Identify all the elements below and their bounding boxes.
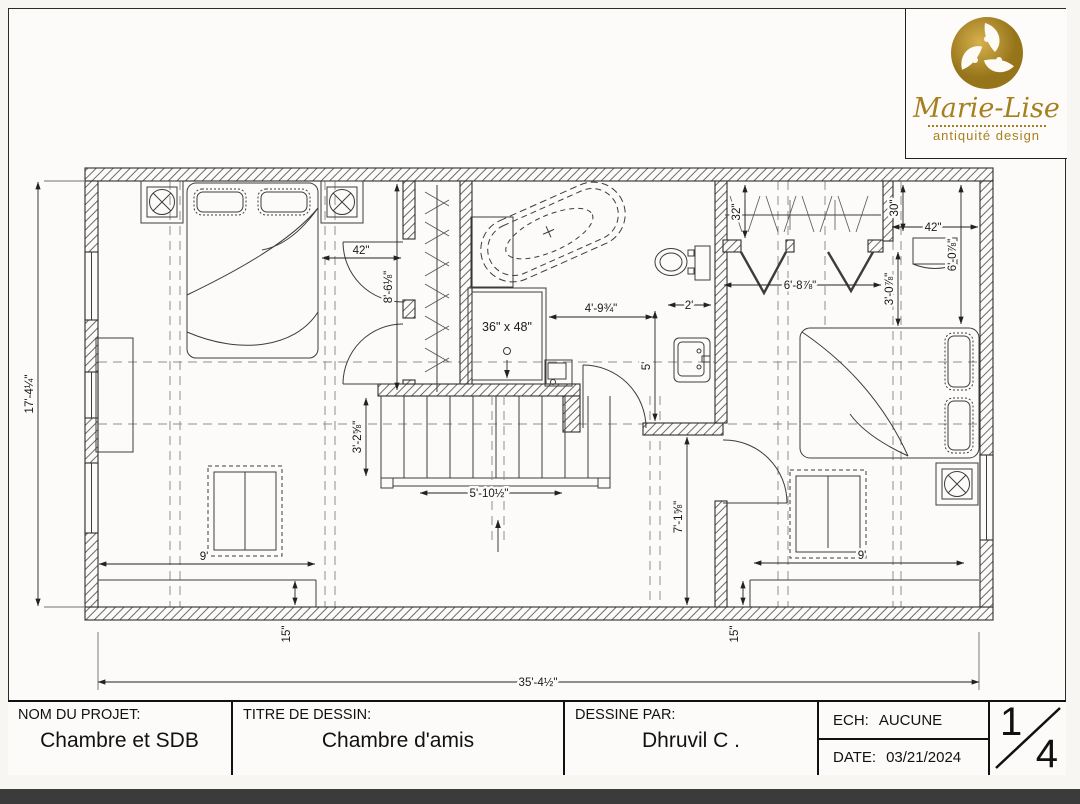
dim-label: 6'-0⅞": [947, 239, 959, 272]
dim-label: 3'-0⅞": [884, 273, 896, 306]
hall-closet: [342, 185, 450, 392]
date-row: DATE: 03/21/2024: [819, 738, 988, 774]
author-label: DESSINE PAR:: [575, 707, 676, 723]
stairs: [380, 396, 611, 552]
project-cell: NOM DU PROJET: Chambre et SDB: [8, 702, 231, 775]
ceiling-light-icon: [935, 462, 979, 506]
window: [979, 454, 994, 541]
drawing-title-label: TITRE DE DESSIN:: [243, 707, 372, 723]
window: [84, 251, 99, 321]
logo-name: Marie-Lise: [913, 93, 1060, 124]
dim-label: 35'-4½": [519, 677, 558, 689]
bench-left: [98, 579, 317, 607]
desk-left: [95, 337, 134, 453]
hanging-clothes: [424, 191, 450, 373]
door-swing: [342, 241, 404, 303]
page-number-cell: 1 4: [988, 700, 1066, 776]
drawing-title-cell: TITRE DE DESSIN: Chambre d'amis: [231, 702, 563, 775]
hanging-clothes: [729, 195, 869, 233]
dim-label: 6'-8⅞": [784, 280, 817, 292]
logo-ornament-icon: [950, 17, 1023, 89]
dim-label: 5': [641, 362, 653, 371]
dim-label: 15": [281, 626, 293, 643]
page-total: 4: [1035, 731, 1058, 776]
bench-right: [749, 579, 979, 607]
dim-label: 32": [731, 204, 743, 221]
dim-label: 5'-10½": [470, 488, 509, 500]
bifold-door: [826, 251, 875, 294]
logo-box: Marie-Lise antiquité design: [905, 9, 1067, 159]
logo-divider: [927, 125, 1046, 127]
windows: [84, 251, 994, 541]
project-value: Chambre et SDB: [40, 729, 199, 752]
tub-deck: [470, 216, 514, 288]
floor-plan: 36" x 48": [22, 167, 994, 692]
dim-label: 30": [889, 200, 901, 217]
window: [84, 462, 99, 534]
dimensions: 42" 8'-6⅛" 4'-9¾" 2' 5' 32" 6'-8⅞" 30" 4…: [22, 180, 980, 692]
right-bedroom: [722, 327, 980, 607]
shower: 36" x 48": [467, 287, 547, 385]
dim-label: 42": [353, 245, 370, 257]
dim-label: 15": [729, 626, 741, 643]
vanity-sink: [673, 337, 711, 383]
dim-label: 3'-2⅝": [352, 421, 364, 454]
scale-value: AUCUNE: [878, 711, 943, 729]
scale-label: ECH:: [833, 711, 869, 729]
right-closet: [725, 195, 958, 296]
scale-row: ECH: AUCUNE: [819, 702, 988, 738]
reference-grid: [98, 181, 979, 607]
dim-label: 7'-1⅝": [673, 501, 685, 534]
page-number: 1: [1000, 700, 1023, 744]
window: [84, 371, 99, 419]
left-bedroom: [95, 180, 364, 607]
author-value: Dhruvil C .: [641, 729, 741, 752]
bifold-door: [739, 251, 788, 296]
bottom-band: [0, 789, 1080, 804]
drawing-title-value: Chambre d'amis: [321, 729, 475, 752]
dim-label: 42": [925, 222, 942, 234]
rug-right: [789, 469, 867, 559]
door-swing: [722, 439, 788, 504]
dim-label: 2': [685, 300, 694, 312]
walls: [84, 167, 994, 621]
logo-tagline: antiquité design: [932, 128, 1041, 143]
door-swing: [582, 364, 647, 429]
bathtub: [480, 181, 626, 283]
ceiling-light-icon: [140, 180, 184, 224]
door-swing: [342, 323, 404, 385]
bed-left: [186, 182, 319, 359]
shower-size-label: 36" x 48": [482, 320, 532, 334]
shower-drain: [503, 347, 511, 355]
date-label: DATE:: [833, 748, 877, 766]
toilet: [654, 245, 711, 281]
author-cell: DESSINE PAR: Dhruvil C .: [563, 702, 817, 775]
bathroom: 36" x 48": [467, 181, 711, 429]
dim-label: 8'-6⅛": [383, 271, 395, 304]
scale-date-cell: ECH: AUCUNE DATE: 03/21/2024: [817, 702, 988, 775]
title-block: NOM DU PROJET: Chambre et SDB TITRE DE D…: [8, 700, 1066, 776]
ceiling-light-icon: [320, 180, 364, 224]
dim-label: 9': [200, 551, 209, 563]
page-number-slash: [995, 707, 1061, 769]
dim-label: 17'-4¼": [24, 375, 36, 414]
project-label: NOM DU PROJET:: [18, 707, 141, 723]
rug-left: [207, 465, 283, 557]
bed-right: [799, 327, 980, 459]
desk-right: [912, 237, 958, 269]
small-basin: [544, 359, 573, 387]
dim-label: 9': [858, 550, 867, 562]
date-value: 03/21/2024: [886, 748, 962, 766]
dim-label: 4'-9¾": [585, 303, 618, 315]
